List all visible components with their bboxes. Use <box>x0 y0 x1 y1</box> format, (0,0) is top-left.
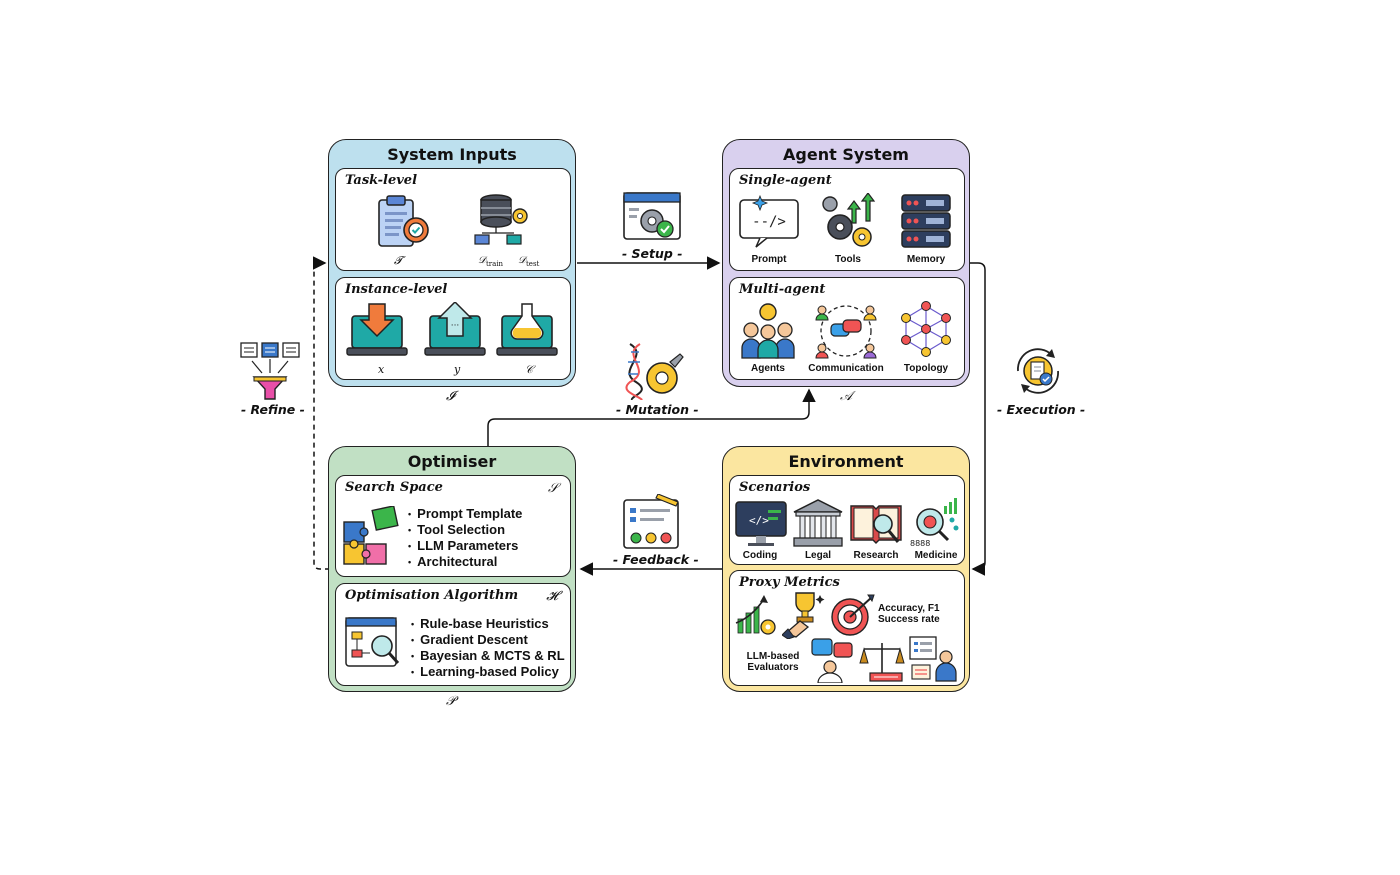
agents-label: Agents <box>751 363 785 374</box>
search-item-architectural: Architectural <box>408 554 497 569</box>
coding-label: Coding <box>742 550 778 561</box>
search-item-llm-parameters: LLM Parameters <box>408 538 518 553</box>
system-inputs-box: System Inputs Task-level <box>328 139 576 387</box>
laptop-flask-icon <box>496 303 558 356</box>
llm-evaluators-label: LLM-based Evaluators <box>746 651 800 673</box>
topology-network-icon <box>901 301 951 357</box>
instance-level-panel: Instance-level ··· x y 𝒞 <box>335 277 571 380</box>
legal-label: Legal <box>804 550 832 561</box>
laptop-upload-icon: ··· <box>424 302 486 356</box>
laptop-download-icon <box>346 303 408 356</box>
tools-gears-icon <box>822 193 876 247</box>
search-item-tool-selection: Tool Selection <box>408 522 505 537</box>
memory-server-icon <box>901 194 951 248</box>
environment-box: Environment Scenarios </> <box>722 446 970 692</box>
growth-chart-icon <box>735 595 776 635</box>
svg-text:--/>: --/> <box>752 214 786 230</box>
feedback-label: - Feedback - <box>613 552 699 567</box>
medicine-label: Medicine <box>914 550 958 561</box>
algo-item-bayesian: Bayesian & MCTS & RL <box>411 648 564 663</box>
instance-level-title: Instance-level <box>345 282 448 297</box>
setup-window-gear-icon <box>623 192 681 240</box>
search-item-prompt-template: Prompt Template <box>408 506 522 521</box>
environment-title: Environment <box>788 452 904 471</box>
y-symbol: y <box>454 363 461 376</box>
topology-label: Topology <box>903 363 949 374</box>
research-label: Research <box>853 550 899 561</box>
search-space-symbol: 𝒮 <box>547 481 558 496</box>
system-inputs-symbol: 𝓘 <box>446 389 455 404</box>
algo-item-learning-based: Learning-based Policy <box>411 664 559 679</box>
task-clipboard-icon <box>378 195 429 247</box>
database-gear-icon <box>474 194 528 245</box>
task-symbol: 𝓣 <box>394 254 403 267</box>
prompt-label: Prompt <box>751 254 787 265</box>
svg-text:8888: 8888 <box>910 539 930 548</box>
tools-label: Tools <box>835 254 861 265</box>
search-space-panel: Search Space 𝒮 Prompt Template Tool Sele… <box>335 475 571 577</box>
communication-icon <box>815 305 877 359</box>
optimisation-algorithm-panel: Optimisation Algorithm 𝓗 Rule-base Heuri… <box>335 583 571 686</box>
optimiser-box: Optimiser Search Space 𝒮 Prompt Template… <box>328 446 576 692</box>
agent-system-symbol: 𝒜 <box>840 389 853 404</box>
accuracy-label: Accuracy, F1 Success rate <box>878 603 940 625</box>
execution-cycle-icon <box>1017 348 1059 394</box>
coding-monitor-icon: </> <box>735 501 787 546</box>
algo-item-rule-base: Rule-base Heuristics <box>411 616 549 631</box>
multi-agent-title: Multi-agent <box>739 282 826 297</box>
scenarios-title: Scenarios <box>739 480 811 495</box>
data-train-label: 𝒟train <box>478 255 504 268</box>
trophy-icon <box>782 592 825 639</box>
algo-item-gradient-descent: Gradient Descent <box>411 632 528 647</box>
execution-label: - Execution - <box>997 402 1086 417</box>
presenter-board-icon <box>909 636 957 682</box>
flowchart-search-icon <box>345 617 400 667</box>
single-agent-title: Single-agent <box>739 173 832 188</box>
scales-icon <box>859 643 905 682</box>
communication-label: Communication <box>808 363 884 374</box>
agent-system-title: Agent System <box>783 145 909 164</box>
feedback-form-icon <box>623 494 679 549</box>
research-book-icon <box>850 505 902 544</box>
medicine-icon: 8888 <box>910 498 959 548</box>
agents-group-icon <box>741 303 795 359</box>
data-test-label: 𝒟test <box>518 255 540 268</box>
svg-text:···: ··· <box>451 321 460 331</box>
algorithm-title: Optimisation Algorithm <box>345 588 519 603</box>
target-icon <box>831 594 875 636</box>
algorithm-symbol: 𝓗 <box>546 589 558 604</box>
c-symbol: 𝒞 <box>525 363 534 376</box>
refine-label: - Refine - <box>241 402 305 417</box>
mutation-label: - Mutation - <box>616 402 699 417</box>
feedback-user-icon <box>811 638 853 683</box>
optimiser-title: Optimiser <box>407 452 497 471</box>
task-level-panel: Task-level 𝓣 � <box>335 168 571 271</box>
system-inputs-title: System Inputs <box>387 145 517 164</box>
legal-building-icon <box>793 499 843 547</box>
proxy-metrics-title: Proxy Metrics <box>739 575 840 590</box>
prompt-icon: --/> <box>739 194 799 248</box>
puzzle-icon <box>343 506 399 565</box>
memory-label: Memory <box>906 254 946 265</box>
refine-funnel-icon <box>240 342 300 400</box>
agent-system-box: Agent System Single-agent --/> <box>722 139 970 387</box>
proxy-metrics-panel: Proxy Metrics Accuracy, F1 <box>729 570 965 686</box>
scenarios-panel: Scenarios </> <box>729 475 965 565</box>
single-agent-panel: Single-agent --/> Prompt <box>729 168 965 271</box>
multi-agent-panel: Multi-agent <box>729 277 965 380</box>
search-space-title: Search Space <box>345 480 443 495</box>
svg-text:</>: </> <box>749 514 769 527</box>
task-level-title: Task-level <box>345 173 418 188</box>
x-symbol: x <box>378 363 385 376</box>
setup-label: - Setup - <box>622 246 683 261</box>
optimiser-symbol: 𝒫 <box>446 694 456 709</box>
mutation-dna-gear-icon <box>625 343 684 400</box>
